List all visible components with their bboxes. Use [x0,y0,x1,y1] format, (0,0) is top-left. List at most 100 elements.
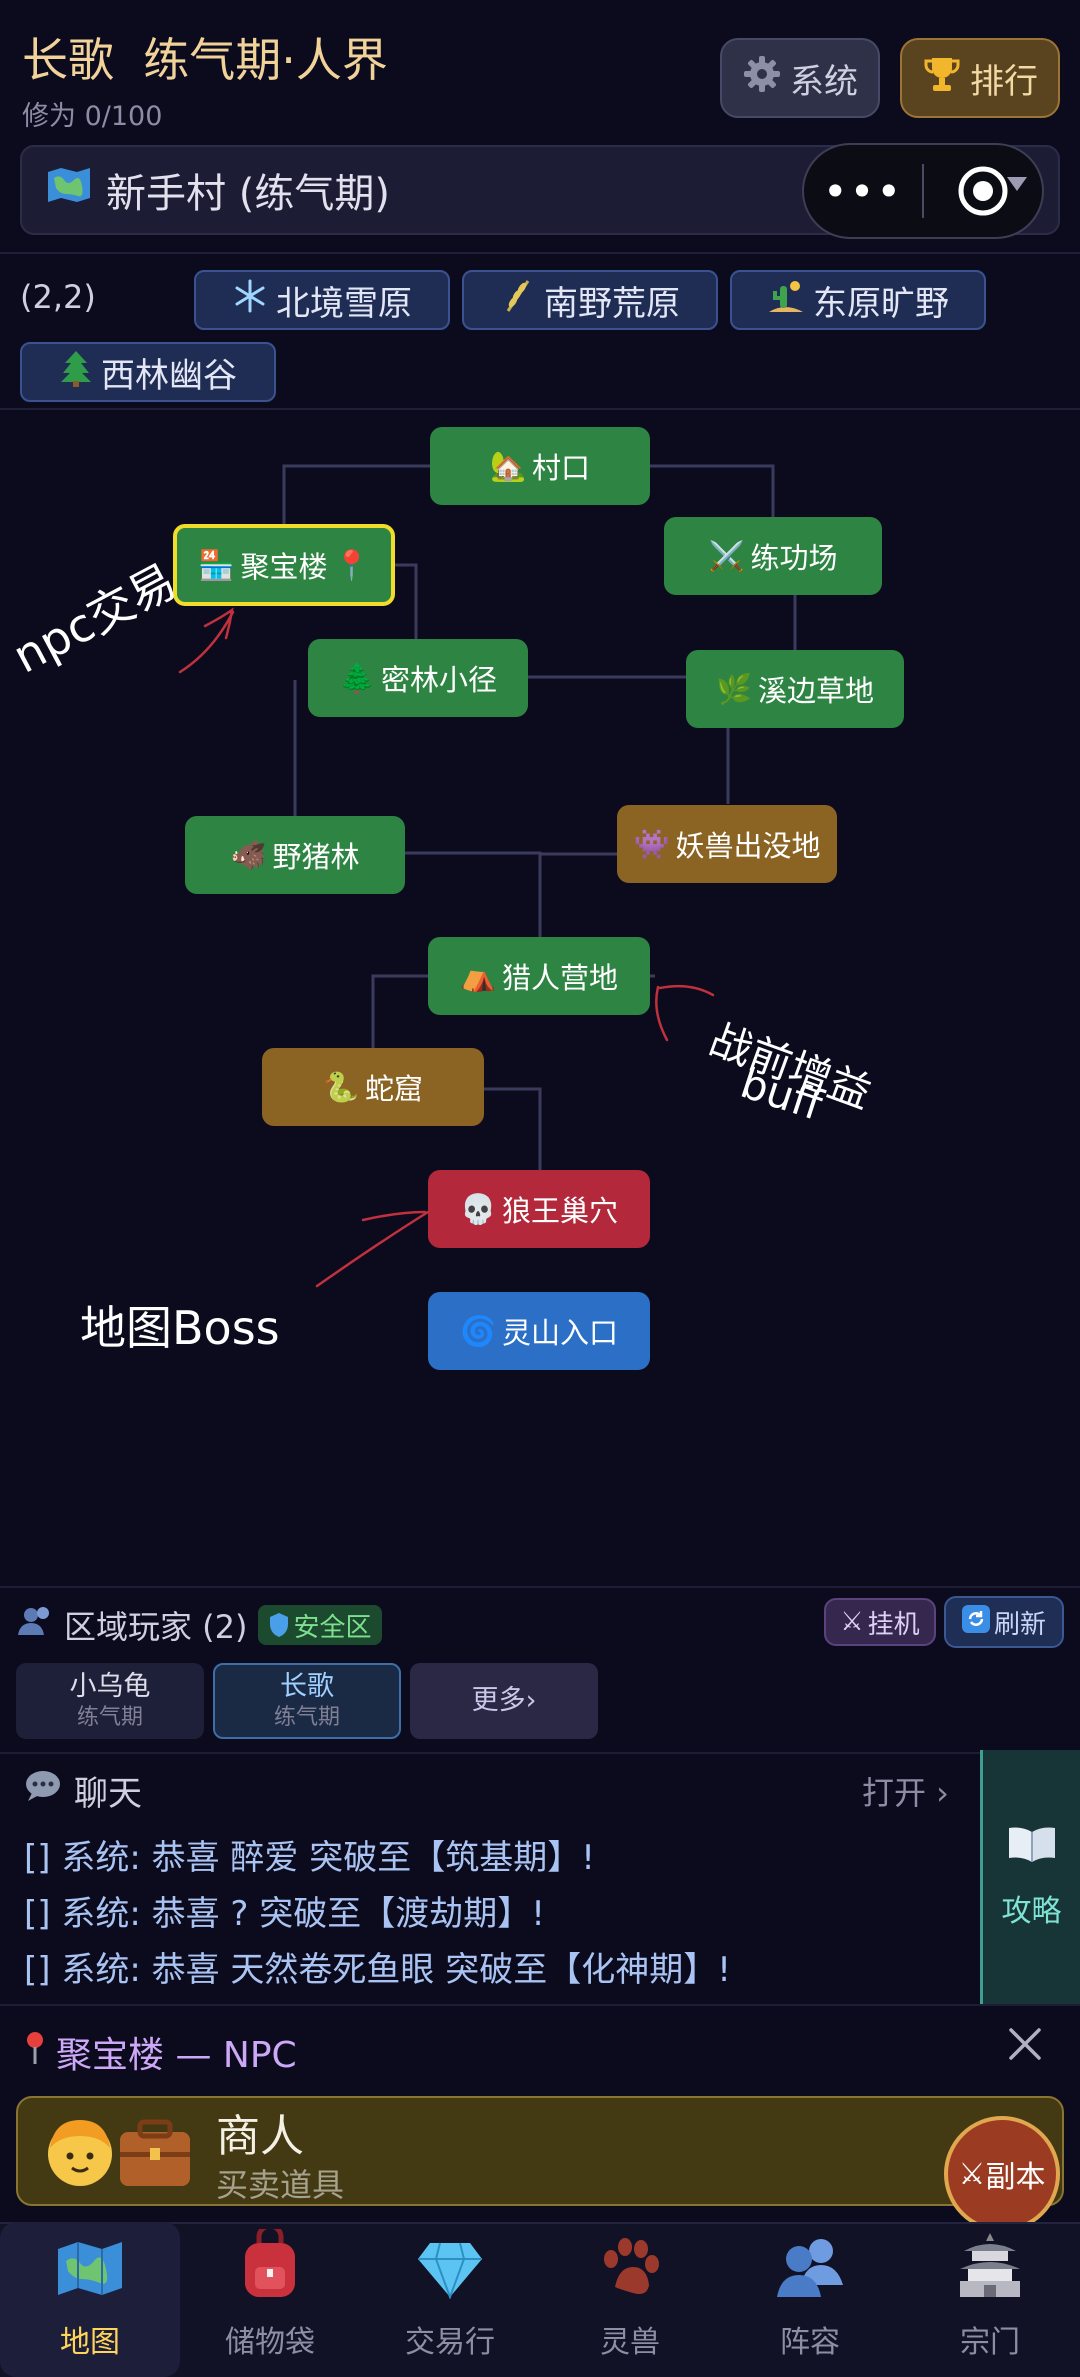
tab-trading-house[interactable]: 交易行 [360,2222,540,2377]
player-name: 小乌龟 [69,1671,151,1703]
snake-icon: 🐍 [322,1069,360,1104]
divider [0,1586,1080,1588]
divider [0,408,1080,410]
location-name: 新手村 (练气期) [106,171,390,217]
guide-button[interactable]: 攻略 [980,1750,1080,2004]
location-pin-icon [24,2031,46,2074]
chat-message: [] 系统: 恭喜 醉爱 突破至【筑基期】! [24,1838,595,1878]
location-pin-icon: 📍 [333,547,370,582]
region-map: 🏡 村口 🏪 聚宝楼 📍 ⚔️ 练功场 🌲 密林小径 🌿 溪边草地 👾 妖兽出没… [0,412,1080,1582]
tab-sect[interactable]: 宗门 [900,2222,1080,2377]
chat-header: 聊天 [24,1766,142,1815]
map-node-wolf-king-lair[interactable]: 💀 狼王巢穴 [428,1170,650,1248]
cultivation-progress: 修为 0/100 [22,101,163,132]
map-node-training-ground[interactable]: ⚔️ 练功场 [664,517,882,595]
npc-panel-header: 聚宝楼 — NPC [24,2026,297,2078]
backpack-icon [237,2223,303,2307]
map-node-snake-cave[interactable]: 🐍 蛇窟 [262,1048,484,1126]
map-node-label: 密林小径 [381,663,498,697]
map-node-beast-haunt[interactable]: 👾 妖兽出没地 [617,805,837,883]
region-players-header: 区域玩家 (2) 安全区 [18,1602,382,1648]
map-icon [46,166,92,214]
map-node-spirit-mountain-entrance[interactable]: 🌀 灵山入口 [428,1292,650,1370]
wheat-icon [500,278,536,323]
system-label: 系统 [790,61,858,102]
npc-panel-title: 聚宝楼 — NPC [56,2035,297,2076]
pine-tree-icon [59,349,93,396]
cactus-icon [767,278,805,323]
direction-north[interactable]: 北境雪原 [194,270,450,330]
rank-label: 排行 [970,61,1038,102]
direction-label: 北境雪原 [276,283,412,324]
trophy-icon [922,54,962,103]
system-button[interactable]: 系统 [720,38,880,118]
direction-south[interactable]: 南野荒原 [462,270,718,330]
map-node-forest-path[interactable]: 🌲 密林小径 [308,639,528,717]
dropdown-chevron-icon[interactable] [1006,175,1028,197]
rank-button[interactable]: 排行 [900,38,1060,118]
snowflake-icon [232,278,268,323]
pagoda-icon [956,2231,1024,2307]
player-level: 练气期 [273,1705,340,1731]
tab-map[interactable]: 地图 [0,2222,180,2377]
map-node-label: 村口 [532,451,591,485]
herb-icon: 🌿 [715,671,753,706]
tent-icon: ⛺ [459,958,497,993]
divider [0,252,1080,254]
diamond-icon [416,2239,484,2307]
direction-label: 南野荒原 [544,283,680,324]
more-players-button[interactable]: 更多› [410,1663,598,1739]
players-title: 区域玩家 (2) [64,1608,248,1646]
map-node-village-entrance[interactable]: 🏡 村口 [430,427,650,505]
target-icon [958,166,1008,216]
map-node-label: 练功场 [750,541,838,575]
player-card[interactable]: 小乌龟 练气期 [16,1663,204,1739]
close-program-button[interactable] [924,165,1042,217]
tab-lineup[interactable]: 阵容 [720,2222,900,2377]
direction-label: 东原旷野 [813,283,949,324]
tab-storage-bag[interactable]: 储物袋 [180,2222,360,2377]
dungeon-button[interactable]: ⚔副本 [944,2116,1060,2232]
monster-icon: 👾 [633,826,670,861]
tab-spirit-beasts[interactable]: 灵兽 [540,2222,720,2377]
refresh-icon [961,1604,990,1640]
portal-icon: 🌀 [459,1313,497,1348]
map-node-label: 野猪林 [272,840,360,874]
more-menu-button[interactable]: ••• [822,166,904,216]
players-icon [18,1605,54,1645]
gear-icon [742,54,782,103]
skull-icon: 💀 [459,1191,497,1226]
player-card-self[interactable]: 长歌 练气期 [213,1663,401,1739]
map-node-creek-meadow[interactable]: 🌿 溪边草地 [686,650,904,728]
coordinates: (2,2) [20,278,96,316]
map-node-boar-forest[interactable]: 🐗 野猪林 [185,816,405,894]
auto-battle-button[interactable]: ⚔ 挂机 [824,1598,936,1646]
speech-bubble-icon [24,1769,62,1812]
direction-west[interactable]: 西林幽谷 [20,342,276,402]
crossed-swords-icon: ⚔️ [708,538,745,573]
map-node-label: 猎人营地 [502,961,619,995]
divider [0,2004,1080,2006]
pine-tree-icon: 🌲 [338,660,376,695]
map-node-treasure-hall[interactable]: 🏪 聚宝楼 📍 [173,524,395,606]
annotation-arrows [178,607,715,1288]
map-node-hunter-camp[interactable]: ⛺ 猎人营地 [428,937,650,1015]
chat-message: [] 系统: 恭喜 天然卷死鱼眼 突破至【化神期】! [24,1950,731,1990]
paw-icon [597,2237,663,2307]
npc-description: 买卖道具 [216,2166,345,2204]
direction-label: 西林幽谷 [101,355,237,396]
map-node-label: 蛇窟 [365,1072,424,1106]
chat-open-button[interactable]: 打开 › [862,1774,949,1812]
store-icon: 🏪 [198,547,235,582]
close-icon[interactable] [1005,2020,1045,2076]
map-icon [56,2239,124,2307]
team-icon [775,2235,845,2307]
npc-card-merchant[interactable] [16,2096,1064,2206]
house-icon: 🏡 [489,448,527,483]
map-node-label: 妖兽出没地 [675,829,821,863]
player-name: 长歌 [280,1671,334,1703]
direction-east[interactable]: 东原旷野 [730,270,986,330]
refresh-button[interactable]: 刷新 [944,1596,1064,1648]
chat-title: 聊天 [74,1774,142,1814]
merchant-avatar-icon [44,2114,194,2194]
